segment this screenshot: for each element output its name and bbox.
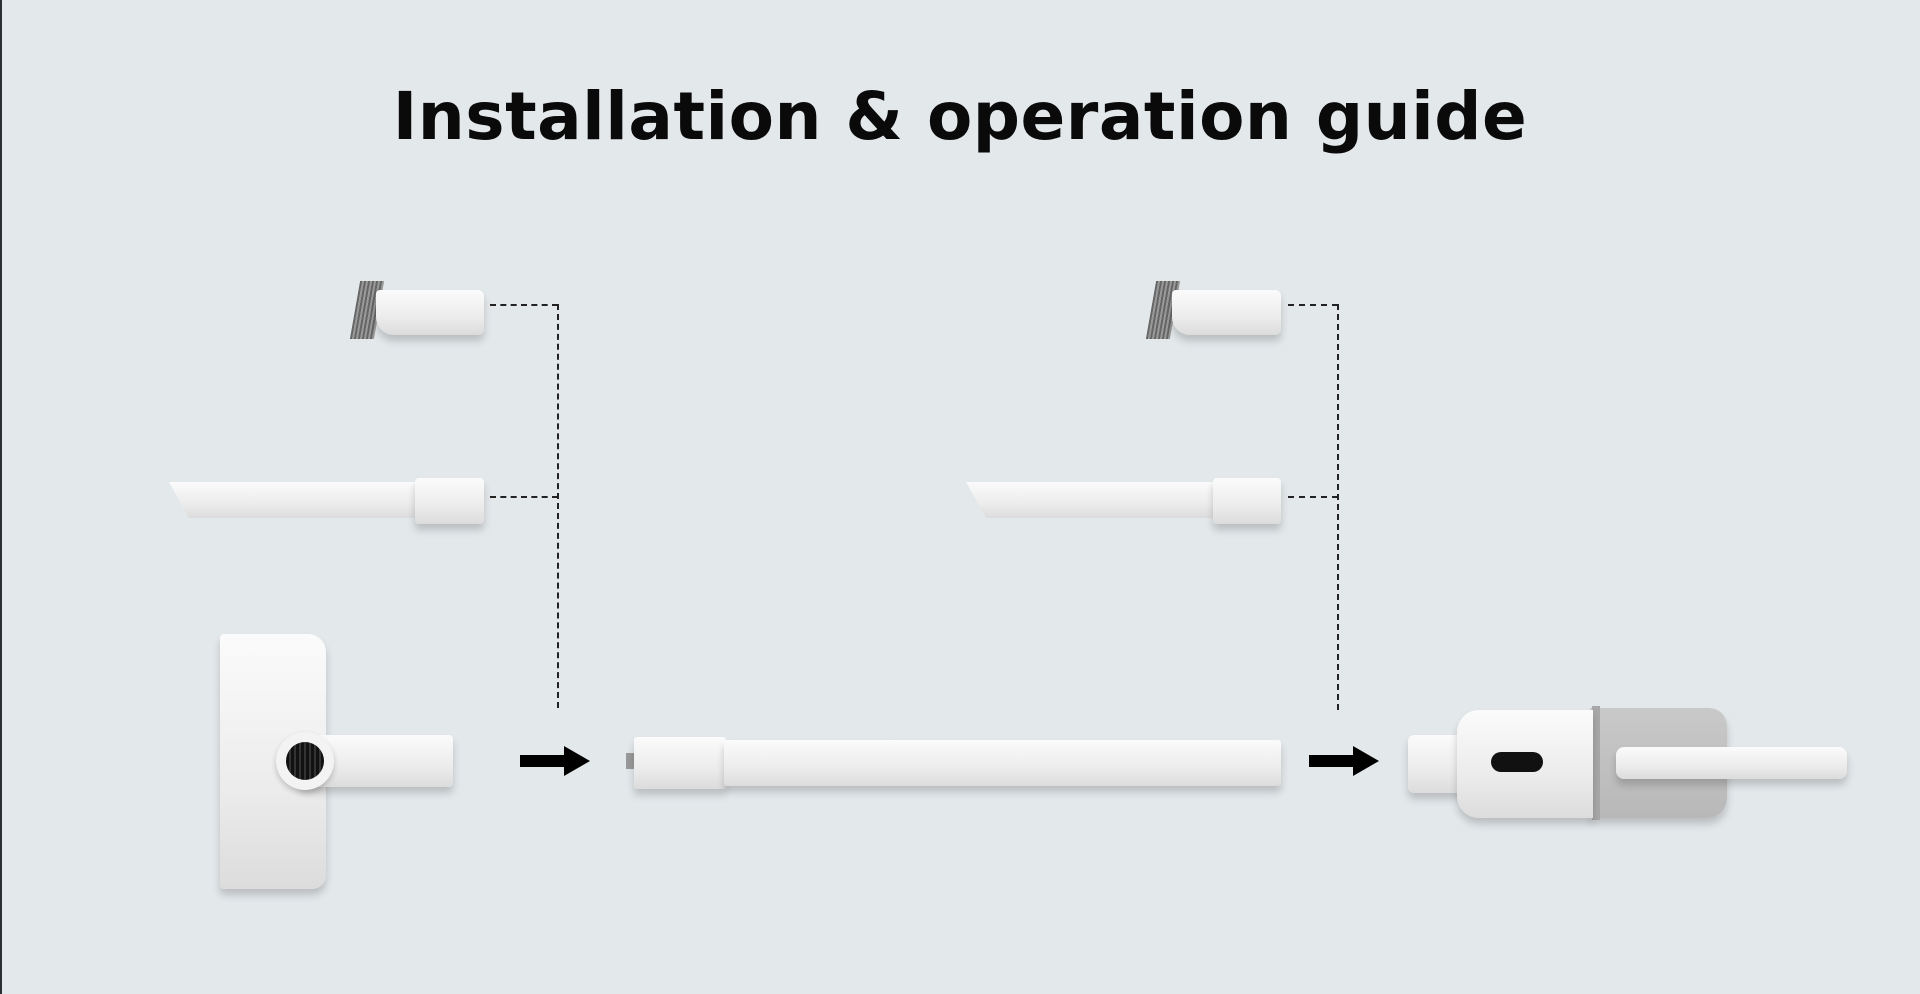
connector-line (1337, 304, 1339, 710)
connector-line (557, 304, 559, 708)
display-panel (1491, 752, 1543, 772)
window-edge (0, 0, 2, 994)
connector-line (1288, 496, 1338, 498)
arrow-right-icon (1309, 746, 1379, 776)
page-title: Installation & operation guide (392, 78, 1528, 155)
connector-line (490, 496, 558, 498)
arrow-right-icon (520, 746, 590, 776)
connector-line (1288, 304, 1338, 306)
connector-line (490, 304, 558, 306)
